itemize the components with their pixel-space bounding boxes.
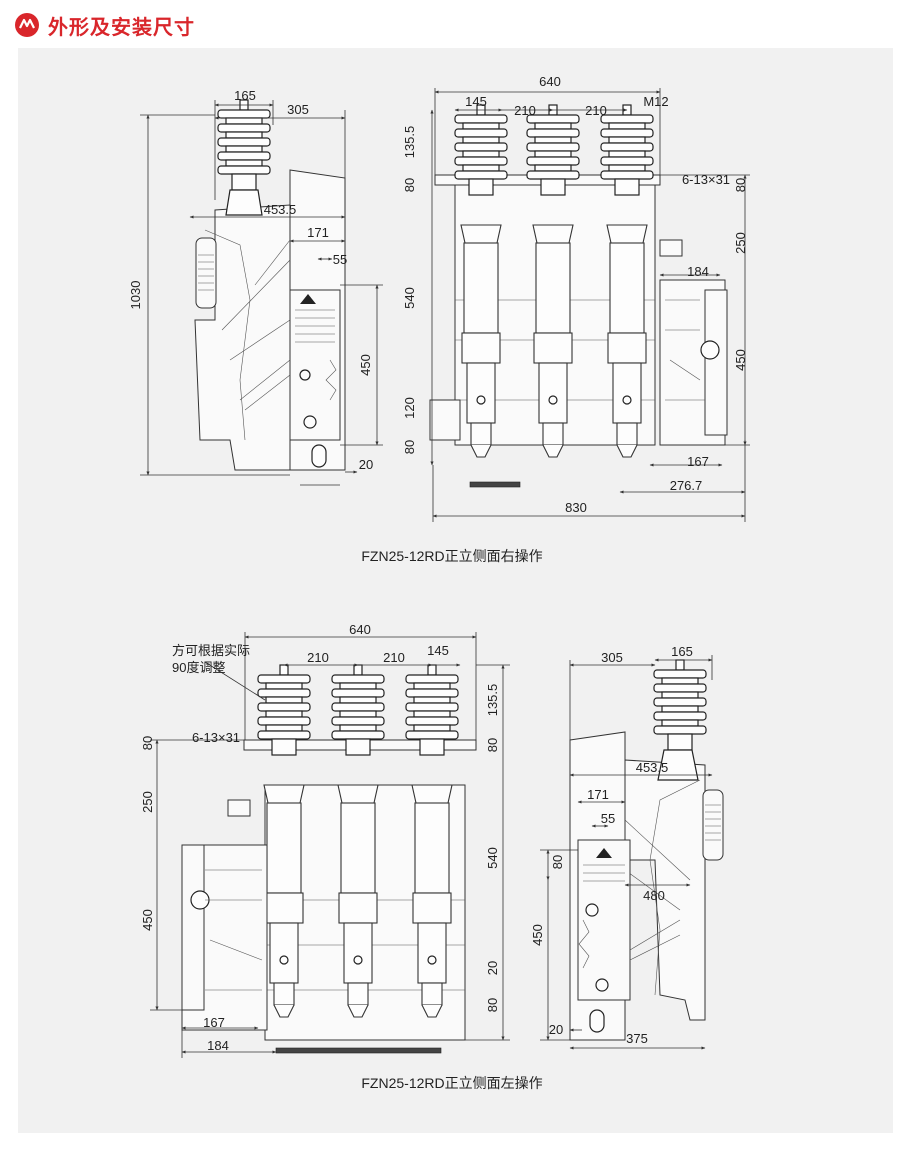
dim-label: 80 bbox=[550, 855, 565, 869]
dim-label: 830 bbox=[565, 500, 587, 515]
dim-label: 375 bbox=[626, 1031, 648, 1046]
dim-label: 20 bbox=[359, 457, 373, 472]
dim-label: 276.7 bbox=[670, 478, 703, 493]
dim-label: 20 bbox=[549, 1022, 563, 1037]
dim-label: 120 bbox=[402, 397, 417, 419]
dim-label: 165 bbox=[671, 644, 693, 659]
drawing-caption-left-operation: FZN25-12RD正立侧面左操作 bbox=[361, 1075, 542, 1091]
section-header: 外形及安装尺寸 bbox=[14, 10, 195, 40]
dim-label: 80 bbox=[140, 736, 155, 750]
dim-label: 453.5 bbox=[264, 202, 297, 217]
dim-label: 165 bbox=[234, 88, 256, 103]
adjust-note-line2: 90度调整 bbox=[172, 660, 225, 675]
red-circle-logo-icon bbox=[15, 13, 39, 37]
dim-label: 55 bbox=[601, 811, 615, 826]
dim-label: 210 bbox=[307, 650, 329, 665]
dim-label: 184 bbox=[687, 264, 709, 279]
dim-label: 135.5 bbox=[485, 684, 500, 717]
dim-label: 210 bbox=[585, 103, 607, 118]
side-view-left-operation: 305 165 453.5 171 55 80 480 450 20 375 bbox=[530, 644, 724, 1050]
dim-label: 450 bbox=[140, 909, 155, 931]
dim-label: 250 bbox=[140, 791, 155, 813]
dim-label: 640 bbox=[539, 74, 561, 89]
dim-label: 6-13×31 bbox=[192, 730, 240, 745]
dim-label: 184 bbox=[207, 1038, 229, 1053]
dim-label: 80 bbox=[402, 440, 417, 454]
dim-label: 480 bbox=[643, 888, 665, 903]
dim-label: 145 bbox=[427, 643, 449, 658]
dim-label: 80 bbox=[733, 178, 748, 192]
dim-label: 305 bbox=[601, 650, 623, 665]
dim-label: 450 bbox=[358, 354, 373, 376]
dim-label: 453.5 bbox=[636, 760, 669, 775]
dim-label: 167 bbox=[687, 454, 709, 469]
dim-label: 6-13×31 bbox=[682, 172, 730, 187]
dim-label: 171 bbox=[307, 225, 329, 240]
front-view-left-operation: 640 方可根据实际 90度调整 210 210 145 135.5 80 6-… bbox=[140, 622, 510, 1058]
dim-label: 80 bbox=[485, 998, 500, 1012]
dim-label: 20 bbox=[485, 961, 500, 975]
side-view-right-operation: 165 305 453.5 171 55 1030 450 20 bbox=[128, 88, 383, 486]
dim-label: 210 bbox=[383, 650, 405, 665]
dim-label: 450 bbox=[530, 924, 545, 946]
dim-label: 80 bbox=[485, 738, 500, 752]
dim-label: 1030 bbox=[128, 281, 143, 310]
dim-label: 55 bbox=[333, 252, 347, 267]
dim-label: 540 bbox=[402, 287, 417, 309]
dim-label: 167 bbox=[203, 1015, 225, 1030]
dim-label: M12 bbox=[643, 94, 668, 109]
dim-label: 80 bbox=[402, 178, 417, 192]
drawing-caption-right-operation: FZN25-12RD正立侧面右操作 bbox=[361, 548, 542, 564]
dim-label: 145 bbox=[465, 94, 487, 109]
dim-label: 540 bbox=[485, 847, 500, 869]
adjust-note-line1: 方可根据实际 bbox=[172, 643, 250, 658]
dim-label: 171 bbox=[587, 787, 609, 802]
dim-label: 135.5 bbox=[402, 126, 417, 159]
dim-label: 210 bbox=[514, 103, 536, 118]
dim-label: 305 bbox=[287, 102, 309, 117]
dim-label: 640 bbox=[349, 622, 371, 637]
dim-label: 250 bbox=[733, 232, 748, 254]
front-view-right-operation: 640 145 210 210 M12 135.5 80 6-13×31 80 … bbox=[402, 74, 750, 522]
section-title: 外形及安装尺寸 bbox=[48, 14, 195, 39]
dim-label: 450 bbox=[733, 349, 748, 371]
